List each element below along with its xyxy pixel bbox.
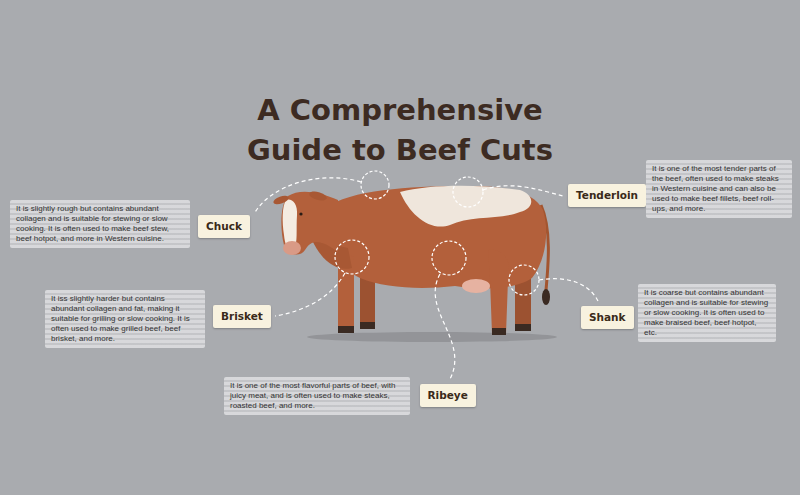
hoof	[338, 326, 354, 333]
white-patch	[400, 186, 531, 227]
cut-marker	[453, 177, 483, 207]
ground-shadow	[307, 332, 557, 342]
description-box: It iss slightly harder but contains abun…	[45, 290, 205, 348]
description-text: It is slightly rough but contains abunda…	[16, 204, 184, 244]
leader-line	[254, 178, 361, 214]
leg	[488, 250, 509, 334]
cut-name: Shank	[589, 311, 626, 324]
cut-name: Tenderloin	[576, 189, 638, 202]
cut-label-box: Tenderloin	[568, 184, 646, 207]
description-text: It is coarse but contains abundant colla…	[644, 288, 770, 338]
tail-tuft	[542, 289, 550, 305]
eye	[299, 212, 302, 215]
cow-body	[325, 186, 546, 288]
leader-line	[539, 279, 598, 301]
diagram-title: A Comprehensive Guide to Beef Cuts	[230, 90, 570, 170]
description-text: It is one of the most flavorful parts of…	[230, 381, 404, 411]
cut-name: Ribeye	[428, 389, 468, 402]
description-box: It is one of the most tender parts of th…	[646, 160, 792, 218]
leader-line	[435, 274, 455, 379]
hoof	[492, 328, 506, 335]
cut-marker	[335, 240, 369, 274]
leader-line	[483, 186, 563, 196]
leader-line	[275, 273, 345, 316]
cut-label-box: Shank	[581, 306, 634, 329]
cut-label-box: Brisket	[213, 305, 271, 328]
hoof	[360, 322, 375, 329]
description-text: It iss slightly harder but contains abun…	[51, 294, 199, 344]
ear	[308, 190, 327, 202]
description-box: It is slightly rough but contains abunda…	[10, 200, 190, 248]
muzzle	[283, 241, 301, 255]
cut-label-box: Ribeye	[420, 384, 476, 407]
description-text: It is one of the most tender parts of th…	[652, 164, 786, 214]
cut-name: Brisket	[221, 310, 263, 323]
cut-label-box: Chuck	[198, 215, 250, 238]
cut-marker	[432, 241, 466, 275]
cut-marker	[509, 265, 539, 295]
description-box: It is coarse but contains abundant colla…	[638, 284, 776, 342]
udder	[462, 279, 490, 293]
cow-head	[281, 192, 338, 255]
description-box: It is one of the most flavorful parts of…	[224, 377, 410, 415]
cut-marker	[361, 171, 389, 199]
hoof	[515, 324, 531, 331]
cut-name: Chuck	[206, 220, 242, 233]
ear	[272, 194, 289, 206]
